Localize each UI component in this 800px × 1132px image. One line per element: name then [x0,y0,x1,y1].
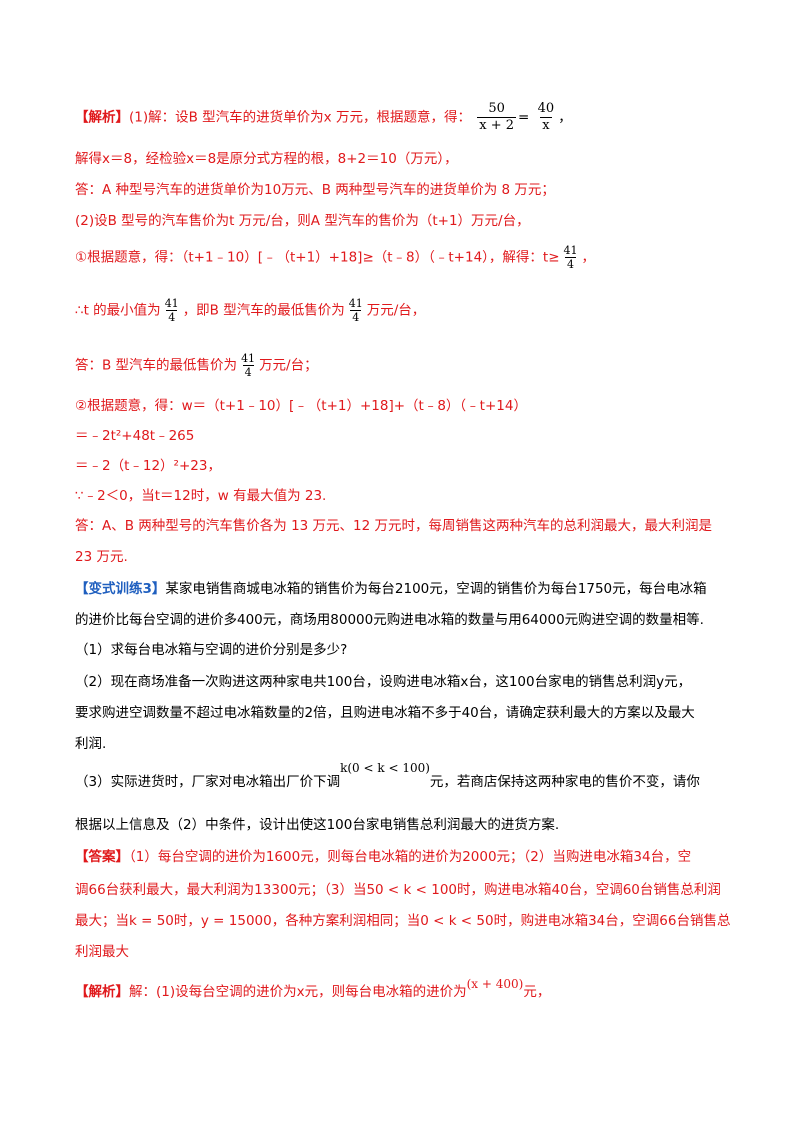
line-answer-label: 【答案】（1）每台空调的进价为1600元，则每台电冰箱的进价为2000元；（2）… [75,847,691,867]
text-b: 万元/台； [259,357,318,374]
text-a: ∴t 的最小值为 [75,302,161,319]
text-c: 万元/台， [366,302,426,319]
frac-num: 41 [563,244,578,257]
frac-num: 41 [348,297,363,310]
frac-num: 50 [488,101,505,116]
x-plus-400: (x + 400) [466,977,524,991]
line-answer-final-cont: 23 万元. [75,549,128,565]
comma: ， [558,109,572,126]
text-a: （3）实际进货时，厂家对电冰箱出厂价下调 [75,774,341,790]
analysis-tag: 【解析】 [75,109,129,126]
fraction-50: 50 x + 2 [477,101,517,134]
frac-num: 40 [537,101,555,116]
variant-text: 某家电销售商城电冰箱的销售价为每台2100元，空调的销售价为每台1750元，每台… [165,581,707,597]
line-answer-cont-1: 调66台获利最大，最大利润为13300元；（3）当50 < k < 100时，购… [75,882,721,898]
line-answer-cont-3: 利润最大 [75,944,129,960]
line-analysis-1: 【解析】(1)解：设B 型汽车的进货单价为x 万元，根据题意，得： 50 x +… [75,101,572,134]
line-w-expanded: ＝﹣2t²+48t﹣265 [75,428,195,444]
text-b: ，即B 型汽车的最低售价为 [182,302,345,319]
line-variant-training: 【变式训练3】某家电销售商城电冰箱的销售价为每台2100元，空调的销售价为每台1… [75,579,707,599]
line-question-2-cont: 要求购进空调数量不超过电冰箱数量的2倍，且购进电冰箱不多于40台，请确定获利最大… [75,705,695,721]
analysis-tag: 【解析】 [75,984,129,1000]
inequality-text: ①根据题意，得：（t+1﹣10）[﹣（t+1）+18]≥（t﹣8）（﹣t+14）… [75,249,560,266]
line-problem-2: 的进价比每台空调的进价多400元，商场用80000元购进电冰箱的数量与用6400… [75,612,704,628]
variant-tag: 【变式训练3】 [75,581,166,597]
frac-den: 4 [242,365,254,379]
frac-num: 41 [164,297,179,310]
k-range: k(0 < k < 100) [340,761,430,775]
text-c: 元， [523,984,551,1000]
line-question-2-end: 利润. [75,736,107,752]
line-w-vertex: ＝﹣2（t﹣12）²+23， [75,458,221,474]
line-inequality: ①根据题意，得：（t+1﹣10）[﹣（t+1）+18]≥（t﹣8）（﹣t+14）… [75,244,595,271]
line-answer-final: 答：A、B 两种型号的汽车售价各为 13 万元、12 万元时，每周销售这两种汽车… [75,518,713,534]
line-answer-cont-2: 最大；当k = 50时，y = 15000，各种方案利润相同；当0 < k < … [75,913,731,929]
frac-den: x + 2 [477,117,517,133]
answer-tag: 【答案】 [75,849,129,865]
comma: ， [581,249,596,266]
text-a: 答：B 型汽车的最低售价为 [75,357,238,374]
line-part-2: (2)设B 型号的汽车售价为t 万元/台，则A 型汽车的售价为（t+1）万元/台… [75,213,530,229]
answer-text: （1）每台空调的进价为1600元，则每台电冰箱的进价为2000元；（2）当购进电… [129,849,692,865]
frac-den: 4 [350,310,362,324]
text-b: 元，若商店保持这两种家电的售价不变，请你 [429,774,700,790]
analysis-text: (1)解：设B 型汽车的进货单价为x 万元，根据题意，得： [129,109,471,126]
line-question-1: （1）求每台电冰箱与空调的进价分别是多少? [75,642,348,658]
line-answer-1: 答：A 种型号汽车的进货单价为10万元、B 两种型号汽车的进货单价为 8 万元； [75,182,555,198]
line-question-3-cont: 根据以上信息及（2）中条件，设计出使这100台家电销售总利润最大的进货方案. [75,817,560,833]
line-analysis-2: 【解析】解：(1)设每台空调的进价为x元，则每台电冰箱的进价为(x + 400)… [75,977,551,1002]
frac-den: x [540,117,552,133]
frac-num: 41 [241,352,256,365]
line-question-2: （2）现在商场准备一次购进这两种家电共100台，设购进电冰箱x台，这100台家电… [75,674,692,690]
frac-den: 4 [166,310,178,324]
text-a: 解：(1)设每台空调的进价为x元，则每台电冰箱的进价为 [129,984,467,1000]
fraction-40: 40 x [536,101,557,134]
frac-den: 4 [565,257,577,271]
line-w-max: ∵﹣2＜0，当t＝12时，w 有最大值为 23. [75,488,327,504]
equals-sign: = [518,109,530,126]
line-question-3: （3）实际进货时，厂家对电冰箱出厂价下调k(0 < k < 100)元，若商店保… [75,761,700,792]
line-solve-x: 解得x＝8，经检验x＝8是原分式方程的根，8+2＝10（万元）， [75,151,458,167]
line-w-equation: ②根据题意，得：w＝（t+1﹣10）[﹣（t+1）+18]+（t﹣8）（﹣t+1… [75,398,527,414]
